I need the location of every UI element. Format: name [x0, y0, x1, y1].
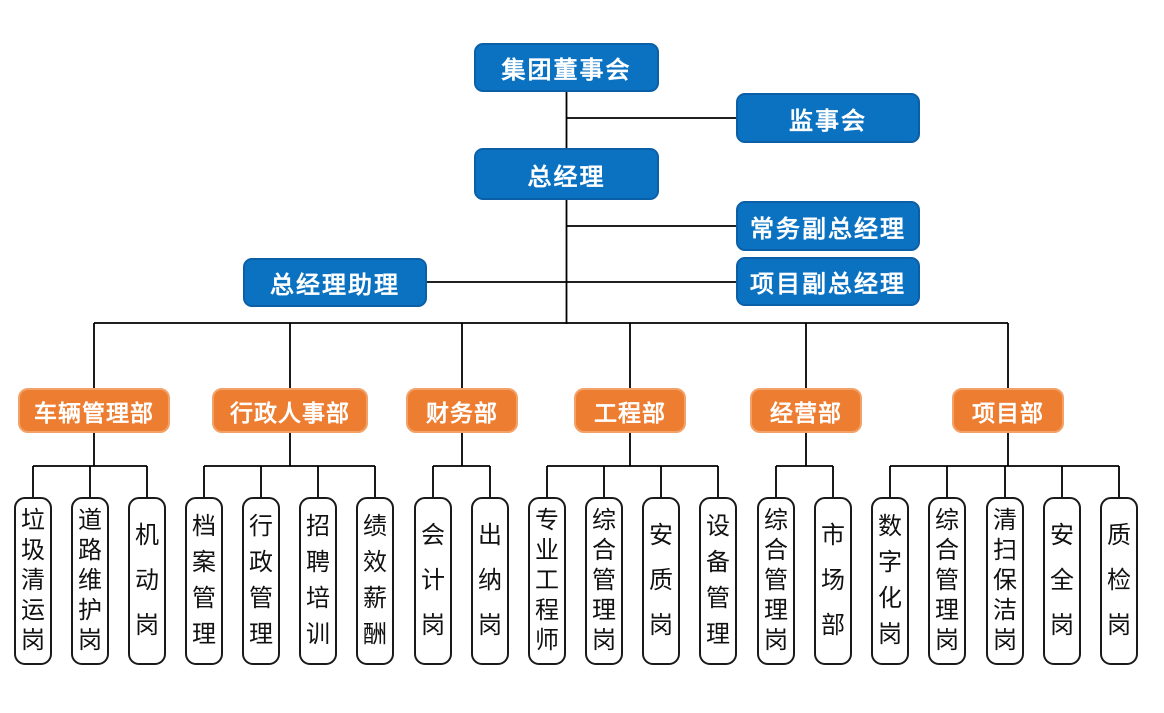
position-box: 专业工程师 — [528, 497, 566, 665]
node-dept-project: 项目部 — [952, 388, 1064, 433]
position-label: 行政管理 — [249, 513, 273, 648]
position-box: 清扫保洁岗 — [986, 497, 1024, 665]
position-label: 安质岗 — [649, 522, 673, 639]
node-project-deputy-gm: 项目副总经理 — [736, 257, 920, 306]
position-label: 道路维护岗 — [78, 507, 102, 654]
position-box: 市场部 — [814, 497, 852, 665]
position-box: 会计岗 — [414, 497, 452, 665]
node-dept-admin-hr: 行政人事部 — [212, 388, 368, 433]
position-box: 道路维护岗 — [71, 497, 109, 665]
node-gm-assistant: 总经理助理 — [243, 258, 427, 307]
position-box: 综合管理岗 — [585, 497, 623, 665]
position-label: 机动岗 — [135, 522, 159, 639]
position-label: 垃圾清运岗 — [21, 507, 45, 654]
node-group-board: 集团董事会 — [474, 43, 659, 92]
position-box: 安质岗 — [642, 497, 680, 665]
position-label: 综合管理岗 — [764, 507, 788, 654]
position-label: 设备管理 — [706, 513, 730, 648]
position-label: 数字化岗 — [878, 513, 902, 648]
node-dept-vehicle-management: 车辆管理部 — [18, 388, 170, 433]
position-box: 垃圾清运岗 — [14, 497, 52, 665]
position-box: 绩效薪酬 — [356, 497, 394, 665]
position-box: 数字化岗 — [871, 497, 909, 665]
position-box: 招聘培训 — [299, 497, 337, 665]
position-box: 质检岗 — [1100, 497, 1138, 665]
position-label: 会计岗 — [421, 522, 445, 639]
position-box: 设备管理 — [699, 497, 737, 665]
position-label: 绩效薪酬 — [363, 513, 387, 648]
position-label: 招聘培训 — [306, 513, 330, 648]
position-label: 安全岗 — [1050, 522, 1074, 639]
position-box: 安全岗 — [1043, 497, 1081, 665]
position-label: 档案管理 — [192, 513, 216, 648]
position-label: 综合管理岗 — [935, 507, 959, 654]
position-box: 机动岗 — [128, 497, 166, 665]
position-label: 清扫保洁岗 — [993, 507, 1017, 654]
node-executive-deputy-gm: 常务副总经理 — [736, 201, 920, 251]
node-supervisory-board: 监事会 — [736, 93, 920, 143]
position-label: 专业工程师 — [535, 507, 559, 654]
position-label: 质检岗 — [1107, 522, 1131, 639]
node-general-manager: 总经理 — [474, 148, 659, 200]
node-dept-engineering: 工程部 — [574, 388, 686, 433]
node-dept-finance: 财务部 — [406, 388, 518, 433]
position-label: 出纳岗 — [478, 522, 502, 639]
node-dept-operations: 经营部 — [750, 388, 862, 433]
position-box: 档案管理 — [185, 497, 223, 665]
position-box: 行政管理 — [242, 497, 280, 665]
position-box: 综合管理岗 — [928, 497, 966, 665]
position-label: 综合管理岗 — [592, 507, 616, 654]
position-box: 综合管理岗 — [757, 497, 795, 665]
position-label: 市场部 — [821, 522, 845, 639]
position-box: 出纳岗 — [471, 497, 509, 665]
